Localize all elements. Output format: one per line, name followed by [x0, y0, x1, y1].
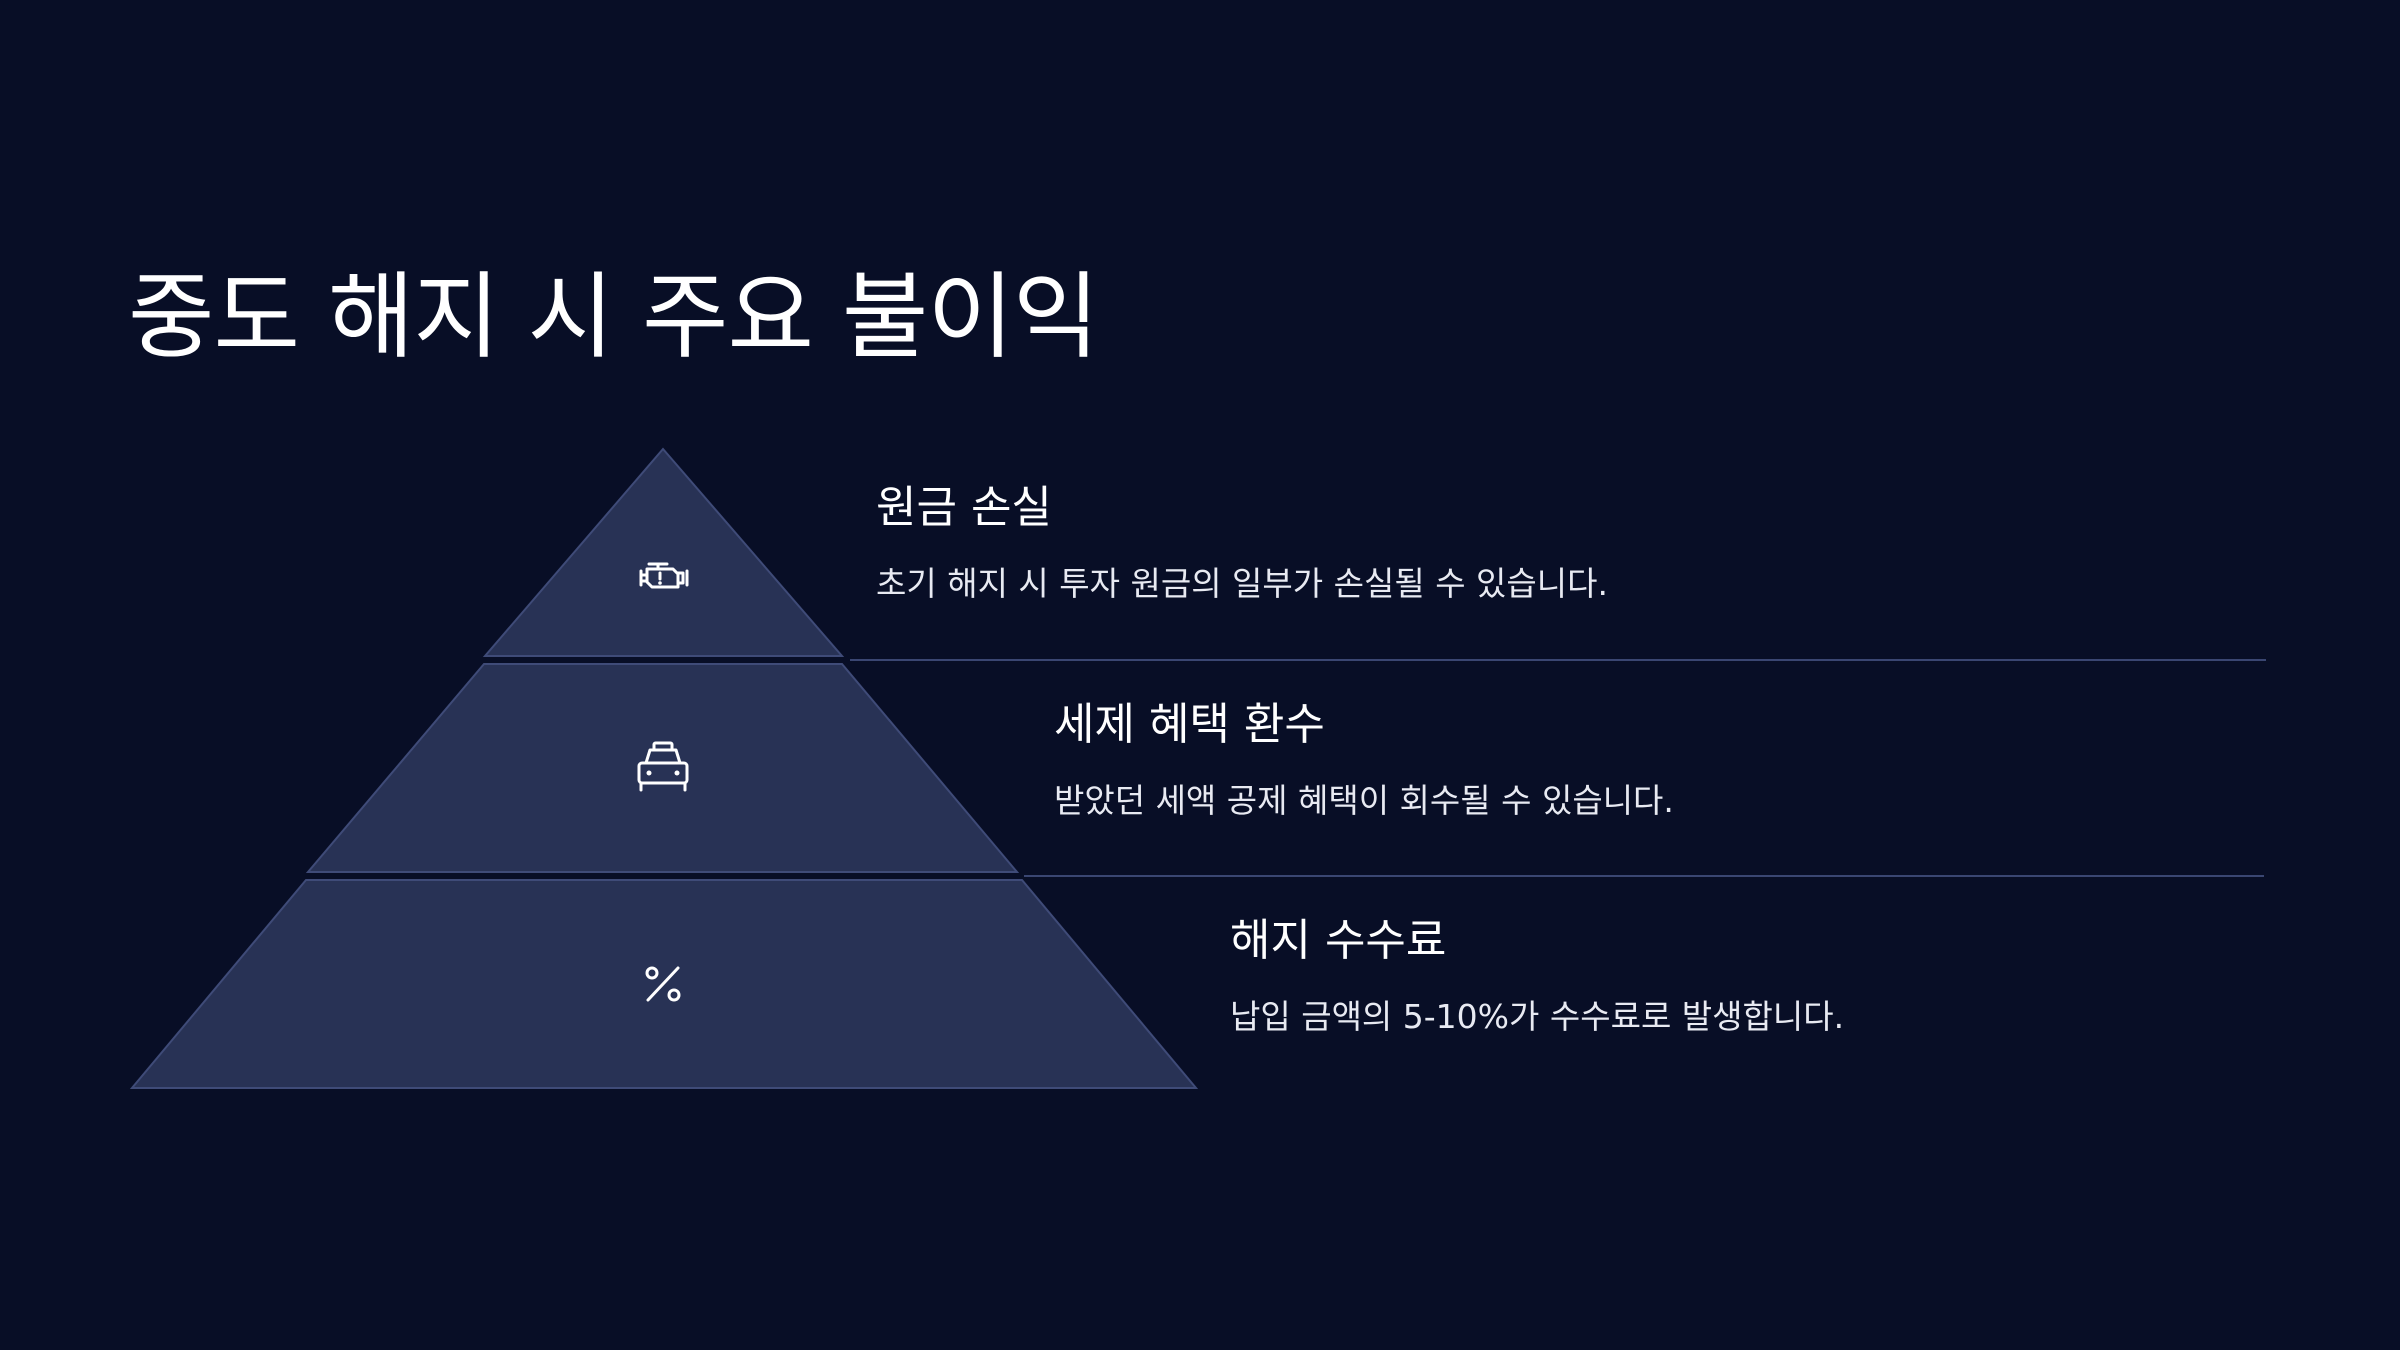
taxi-icon: [637, 741, 689, 792]
tier-1-description: 초기 해지 시 투자 원금의 일부가 손실될 수 있습니다.: [876, 564, 1608, 603]
percent-icon: [645, 966, 681, 1002]
pyramid-tier-1: [482, 447, 845, 657]
tier-3-heading: 해지 수수료: [1230, 915, 1447, 966]
engine-warning-icon: [639, 562, 689, 589]
tier-2-description: 받았던 세액 공제 혜택이 회수될 수 있습니다.: [1054, 781, 1674, 820]
tier-3-description: 납입 금액의 5-10%가 수수료로 발생합니다.: [1230, 997, 1845, 1036]
tier-2-heading: 세제 혜택 환수: [1054, 699, 1325, 750]
tier-1-heading: 원금 손실: [876, 482, 1052, 533]
slide-title: 중도 해지 시 주요 불이익: [128, 263, 1099, 372]
pyramid-tier-2: [305, 663, 1020, 873]
